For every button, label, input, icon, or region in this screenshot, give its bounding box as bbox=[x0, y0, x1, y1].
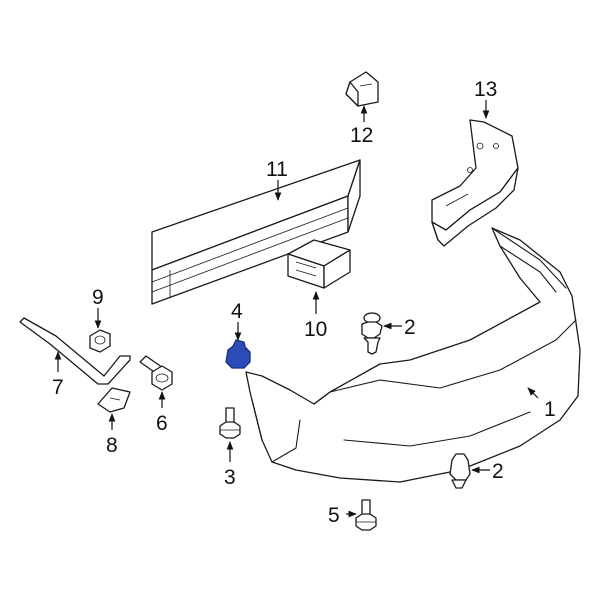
callout-7: 7 bbox=[52, 376, 64, 399]
callout-1: 1 bbox=[544, 398, 556, 421]
callout-4: 4 bbox=[231, 300, 243, 323]
part-13-side-bracket bbox=[431, 119, 519, 247]
callout-13: 13 bbox=[474, 78, 497, 101]
part-7-strip bbox=[19, 317, 131, 385]
callout-6: 6 bbox=[156, 412, 168, 435]
part-1-bumper-cover bbox=[245, 227, 581, 483]
leader-1 bbox=[527, 387, 539, 399]
callout-2-lower: 2 bbox=[492, 460, 504, 483]
part-10-module bbox=[287, 239, 351, 289]
callout-11: 11 bbox=[266, 158, 288, 181]
part-12-bracket bbox=[345, 71, 379, 107]
callout-3: 3 bbox=[224, 466, 236, 489]
callout-9: 9 bbox=[92, 286, 104, 309]
callout-8: 8 bbox=[106, 434, 118, 457]
callout-labels: 1 2 2 3 4 5 6 7 8 9 10 11 12 13 bbox=[52, 78, 556, 527]
part-9-nut bbox=[89, 329, 111, 353]
callout-10: 10 bbox=[304, 318, 327, 341]
part-4-retainer-clip bbox=[225, 339, 251, 369]
part-6-bolt bbox=[139, 355, 173, 391]
part-2-push-clip-upper bbox=[361, 312, 383, 355]
part-8-clip-nut bbox=[97, 387, 131, 413]
callout-5: 5 bbox=[328, 504, 340, 527]
part-2-push-clip-lower bbox=[449, 453, 471, 489]
part-11-energy-absorber bbox=[151, 159, 361, 305]
callout-12: 12 bbox=[350, 124, 373, 147]
leader-lines bbox=[54, 100, 539, 518]
callout-2-upper: 2 bbox=[404, 316, 416, 339]
part-3-bolt bbox=[219, 407, 241, 439]
part-5-bolt bbox=[355, 499, 377, 531]
